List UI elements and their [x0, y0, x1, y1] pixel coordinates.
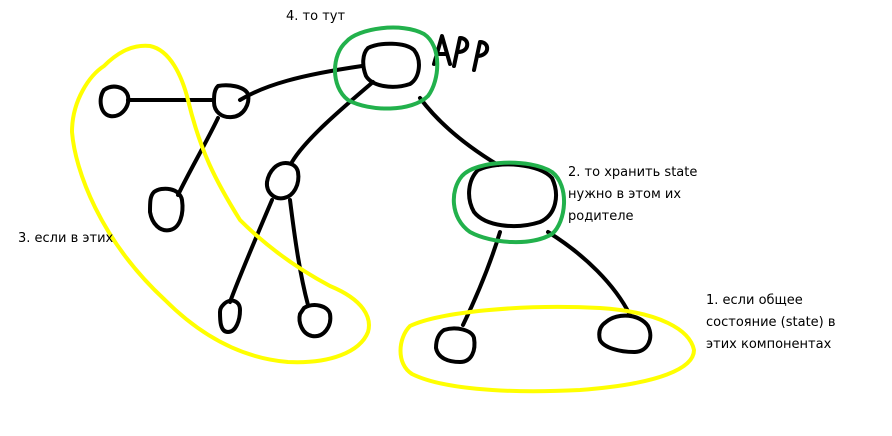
edge-middle-rightleaf: [288, 198, 310, 307]
annotation-2-line3: родителе: [568, 209, 634, 224]
edge-app-right: [418, 96, 500, 167]
node-middle-leftleaf: [218, 298, 242, 334]
annotation-4: 4. то тут: [286, 9, 346, 24]
node-far-left: [98, 84, 131, 119]
node-right-rightleaf: [597, 313, 653, 354]
annotation-2-line1: 2. то хранить state: [568, 165, 698, 180]
annotation-1-line2: состояние (state) в: [706, 315, 836, 330]
node-left-mid: [212, 83, 251, 120]
edge-left-down: [176, 116, 220, 197]
node-app: [361, 41, 421, 89]
annotation-1-line3: этих компонентах: [706, 337, 832, 352]
edge-middle-leftleaf: [228, 198, 274, 304]
node-right: [467, 162, 558, 229]
node-left-bottom: [148, 186, 185, 233]
annotation-1-line1: 1. если общее: [706, 293, 803, 308]
node-middle-rightleaf: [297, 303, 333, 339]
app-handwritten-label: [432, 34, 490, 72]
annotation-2-line2: нужно в этом их: [568, 187, 682, 202]
edge-right-rightleaf: [546, 230, 632, 317]
edge-app-middle: [290, 80, 375, 164]
node-right-leftleaf: [434, 326, 477, 364]
annotation-3: 3. если в этих: [18, 231, 114, 246]
green-circle-right: [451, 160, 567, 244]
yellow-outline-bottom-right: [398, 305, 696, 394]
green-circle-app: [333, 25, 440, 111]
node-middle: [264, 161, 301, 201]
yellow-outline-left-group: [70, 43, 371, 365]
